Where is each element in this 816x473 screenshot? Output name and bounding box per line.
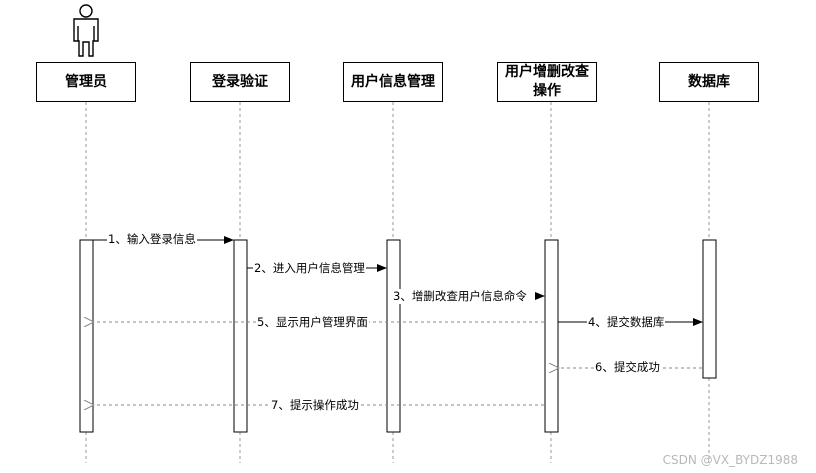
lifeline-label-login: 登录验证: [212, 73, 268, 90]
lifeline-box-login: 登录验证: [190, 62, 290, 102]
message-5-label: 5、显示用户管理界面: [256, 315, 369, 330]
message-1-label: 1、输入登录信息: [107, 232, 197, 247]
lifeline-box-user-crud: 用户增删改查操作: [497, 62, 597, 102]
activation-bar-db: [702, 239, 717, 379]
message-3-label: 3、增删改查用户信息命令: [392, 289, 528, 304]
stick-figure-actor-icon: [73, 4, 99, 57]
message-4-label: 4、提交数据库: [587, 315, 666, 330]
activation-bar-login: [233, 239, 248, 433]
activation-bar-user-info: [386, 239, 401, 433]
watermark: CSDN @VX_BYDZ1988: [662, 453, 798, 467]
lifeline-label-db: 数据库: [688, 73, 730, 90]
lifeline-box-db: 数据库: [659, 62, 759, 102]
activation-bar-user-crud: [544, 239, 559, 433]
lifeline-box-admin: 管理员: [36, 62, 136, 102]
lifeline-label-user-crud: 用户增删改查操作: [505, 64, 589, 99]
lifeline-label-admin: 管理员: [65, 73, 107, 90]
message-6-label: 6、提交成功: [594, 360, 661, 375]
activation-bar-admin: [79, 239, 94, 433]
lifeline-label-user-info: 用户信息管理: [351, 73, 435, 90]
message-7-label: 7、提示操作成功: [270, 398, 360, 413]
lifeline-box-user-info: 用户信息管理: [343, 62, 443, 102]
message-2-label: 2、进入用户信息管理: [253, 261, 366, 276]
